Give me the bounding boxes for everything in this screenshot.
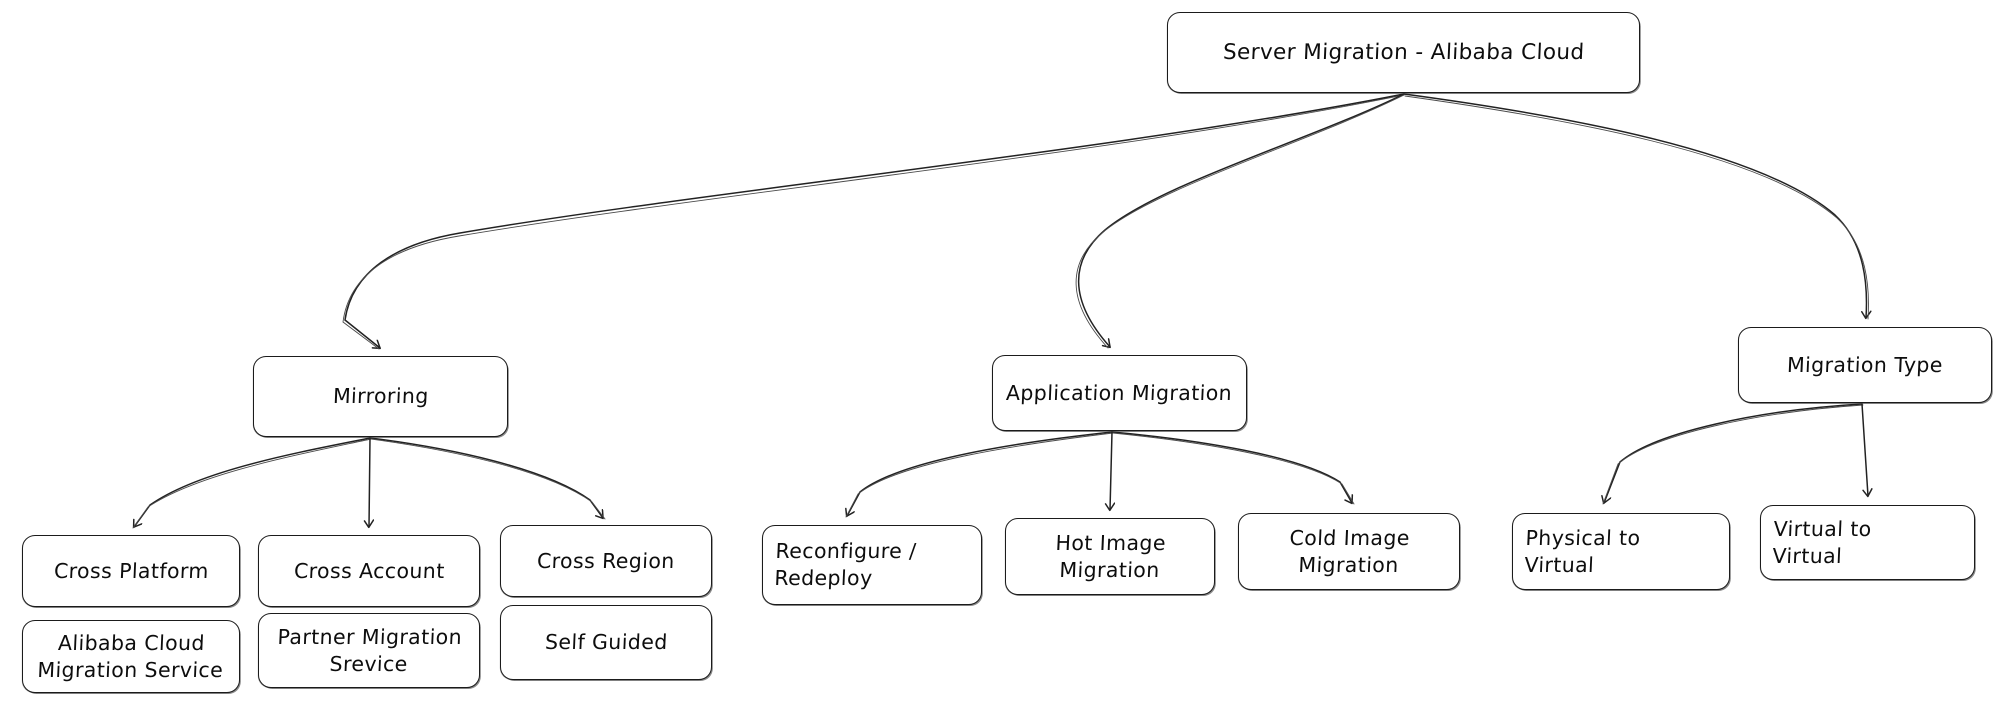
edge-root-to-application-migration-ghost (1075, 94, 1405, 349)
edge-app-migration-to-hot-image-migration (1110, 431, 1112, 510)
node-label: Hot Image Migration (1054, 530, 1167, 582)
edges-from-root (342, 93, 1869, 350)
node-label: Reconfigure / Redeploy (773, 539, 917, 590)
node-cross-account[interactable]: Cross Account (258, 535, 480, 607)
node-alibaba-cloud-migration-service[interactable]: Alibaba Cloud Migration Service (22, 620, 240, 693)
node-cold-image-migration[interactable]: Cold Image Migration (1238, 513, 1460, 590)
node-server-migration-alibaba-cloud[interactable]: Server Migration - Alibaba Cloud (1167, 12, 1640, 93)
node-label: Cold Image Migration (1288, 525, 1411, 577)
node-physical-to-virtual[interactable]: Physical to Virtual (1512, 513, 1730, 590)
node-label: Partner Migration Srevice (276, 624, 463, 676)
edge-migration-type-to-virtual-to-virtual (1861, 403, 1868, 496)
node-label: Cross Region (536, 548, 676, 573)
edge-mirroring-to-cross-region-ghost (370, 438, 606, 520)
edge-migration-type-to-physical-to-virtual (1604, 403, 1863, 503)
edges-from-migration-type (1602, 403, 1868, 505)
node-reconfigure-redeploy[interactable]: Reconfigure / Redeploy (762, 525, 982, 605)
node-label: Mirroring (332, 384, 429, 409)
edge-mirroring-to-cross-platform (134, 437, 371, 527)
node-virtual-to-virtual[interactable]: Virtual to Virtual (1760, 505, 1975, 580)
node-label: Physical to Virtual (1523, 525, 1642, 577)
node-mirroring[interactable]: Mirroring (253, 356, 508, 437)
edge-mirroring-to-cross-region (369, 437, 603, 518)
edge-app-migration-to-cold-image-migration-ghost (1112, 432, 1355, 505)
node-label: Virtual to Virtual (1771, 516, 1873, 568)
edge-root-to-application-migration (1077, 93, 1405, 347)
edge-app-migration-to-cold-image-migration (1111, 431, 1352, 503)
node-label: Migration Type (1786, 352, 1944, 377)
node-label: Cross Platform (53, 558, 209, 583)
node-cross-platform[interactable]: Cross Platform (22, 535, 240, 607)
node-migration-type[interactable]: Migration Type (1738, 327, 1992, 403)
edge-migration-type-to-physical-to-virtual-ghost (1602, 404, 1864, 505)
node-label: Server Migration - Alibaba Cloud (1222, 39, 1585, 65)
node-label: Cross Account (293, 558, 445, 583)
edge-root-to-migration-type-ghost (1404, 95, 1869, 320)
edge-root-to-mirroring-ghost (342, 94, 1405, 350)
edges-from-application-migration (845, 431, 1355, 518)
edges-from-mirroring (132, 437, 606, 529)
edge-mirroring-to-cross-platform-ghost (132, 438, 372, 529)
edge-app-migration-to-reconfigure-redeploy-ghost (845, 432, 1114, 518)
node-label: Application Migration (1005, 380, 1234, 405)
node-label: Self Guided (544, 630, 668, 655)
edge-root-to-migration-type (1403, 93, 1866, 318)
node-partner-migration-srevice[interactable]: Partner Migration Srevice (258, 613, 480, 688)
node-label: Alibaba Cloud Migration Service (37, 630, 224, 682)
node-application-migration[interactable]: Application Migration (992, 355, 1247, 431)
edge-mirroring-to-cross-account (369, 437, 370, 527)
edge-app-migration-to-reconfigure-redeploy (847, 431, 1113, 516)
edge-root-to-mirroring (344, 93, 1405, 348)
node-cross-region[interactable]: Cross Region (500, 525, 712, 597)
node-self-guided[interactable]: Self Guided (500, 605, 712, 680)
node-hot-image-migration[interactable]: Hot Image Migration (1005, 518, 1215, 595)
